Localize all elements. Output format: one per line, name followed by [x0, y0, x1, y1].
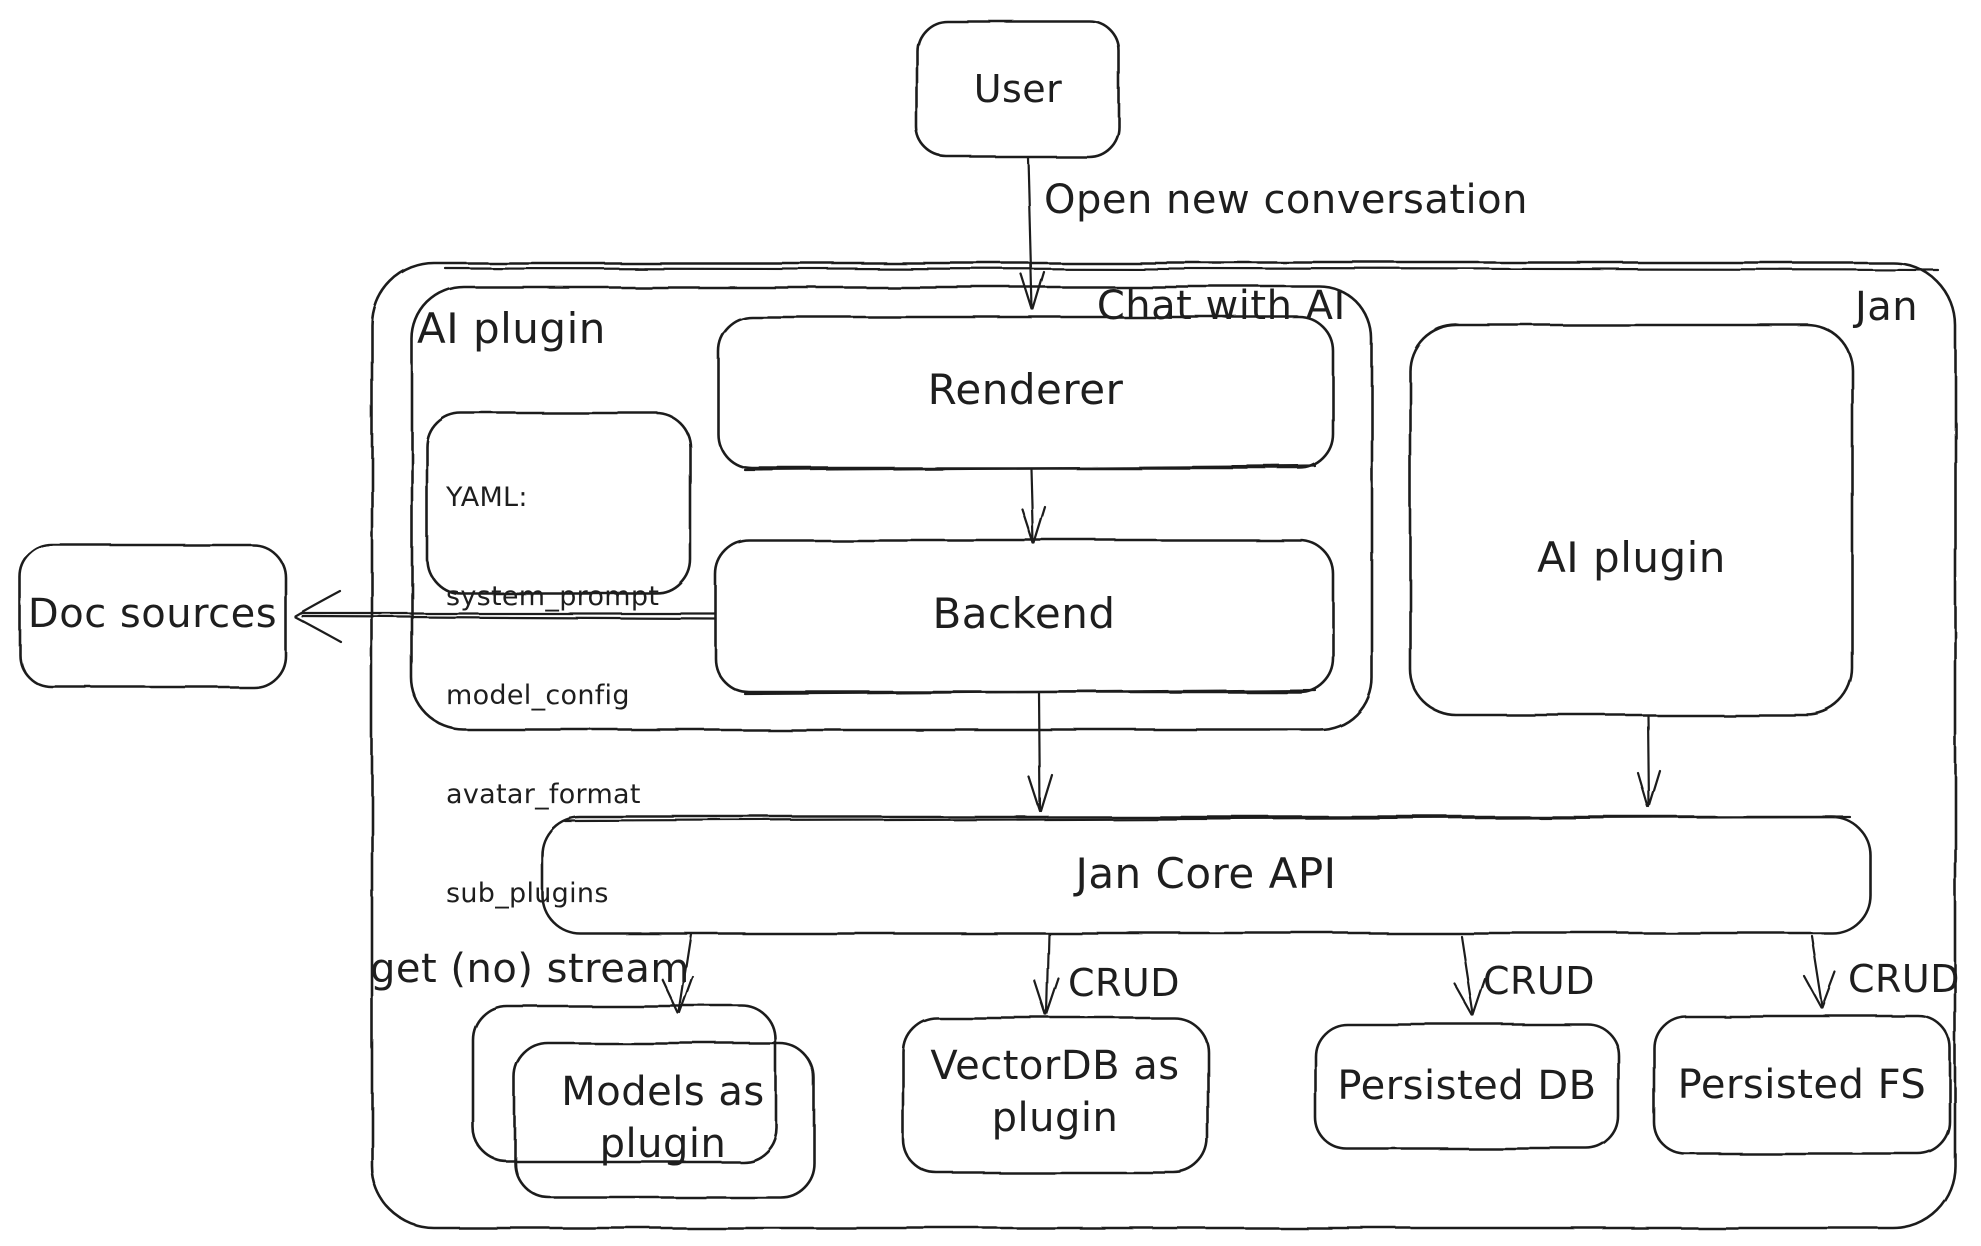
user-arrow-label-line2: Chat with AI — [1096, 283, 1346, 329]
user-label: User — [973, 67, 1063, 111]
doc-sources-box — [18, 543, 287, 689]
arrow-api-to-persisted-db — [1452, 934, 1487, 1017]
backend-label: Backend — [932, 589, 1116, 638]
persisted-db-label: Persisted DB — [1337, 1063, 1597, 1109]
ai-plugin-right-box — [1408, 323, 1855, 717]
jan-core-api-box — [540, 815, 1872, 935]
persisted-db-box — [1313, 1022, 1621, 1151]
yaml-note-line: avatar_format — [446, 779, 641, 810]
jan-container-box — [370, 261, 1957, 1230]
vectordb-box — [901, 1016, 1210, 1175]
arrow-api-to-vectordb — [1033, 932, 1061, 1017]
user-arrow-label: Open new conversation Chat with AI — [1044, 174, 1528, 333]
backend-overdraw — [743, 688, 1317, 696]
persisted-fs-label: Persisted FS — [1677, 1062, 1927, 1108]
jan-core-api-label: Jan Core API — [1075, 849, 1337, 898]
yaml-note-line: system_prompt — [446, 581, 660, 612]
doc-sources-label: Doc sources — [27, 591, 278, 637]
vectordb-as-plugin-label: VectorDB as plugin — [930, 1043, 1193, 1141]
jan-container-label: Jan — [1855, 284, 1919, 330]
arrow-ai-plugin-right-to-jan-core-api — [1636, 714, 1662, 809]
arrow-backend-to-jan-core-api — [1027, 691, 1054, 813]
yaml-note-line: model_config — [446, 680, 630, 711]
ai-plugin-left-label: AI plugin — [417, 304, 606, 353]
renderer-overdraw — [743, 464, 1317, 472]
crud-label-persisted-fs: CRUD — [1848, 957, 1961, 1001]
user-arrow-label-line1: Open new conversation — [1044, 177, 1528, 223]
get-no-stream-label: get (no) stream — [370, 946, 690, 992]
renderer-label: Renderer — [927, 365, 1124, 414]
crud-label-persisted-db: CRUD — [1483, 959, 1596, 1003]
jan-container-overdraw — [443, 266, 1940, 272]
arrow-renderer-to-backend — [1020, 467, 1047, 545]
ai-plugin-left-box — [410, 285, 1374, 732]
models-as-plugin-label: Models as plugin — [561, 1069, 778, 1167]
yaml-note-box — [425, 411, 692, 595]
yaml-note-text: YAML: system_prompt model_config avatar_… — [446, 415, 659, 976]
models-back-box — [471, 1004, 778, 1163]
arrow-api-to-persisted-fs — [1803, 934, 1838, 1010]
models-front-box — [513, 1042, 816, 1199]
yaml-note-line: sub_plugins — [446, 878, 609, 909]
yaml-note-title: YAML: — [446, 482, 528, 513]
crud-label-vectordb: CRUD — [1068, 961, 1181, 1005]
arrow-user-to-renderer — [1019, 156, 1046, 311]
jan-core-api-overdraw — [563, 815, 1852, 823]
arrow-api-to-models — [660, 932, 695, 1015]
ai-plugin-right-label: AI plugin — [1537, 533, 1726, 582]
user-box — [915, 19, 1121, 159]
arrow-backend-to-doc-sources — [293, 589, 717, 644]
persisted-fs-box — [1652, 1014, 1952, 1156]
